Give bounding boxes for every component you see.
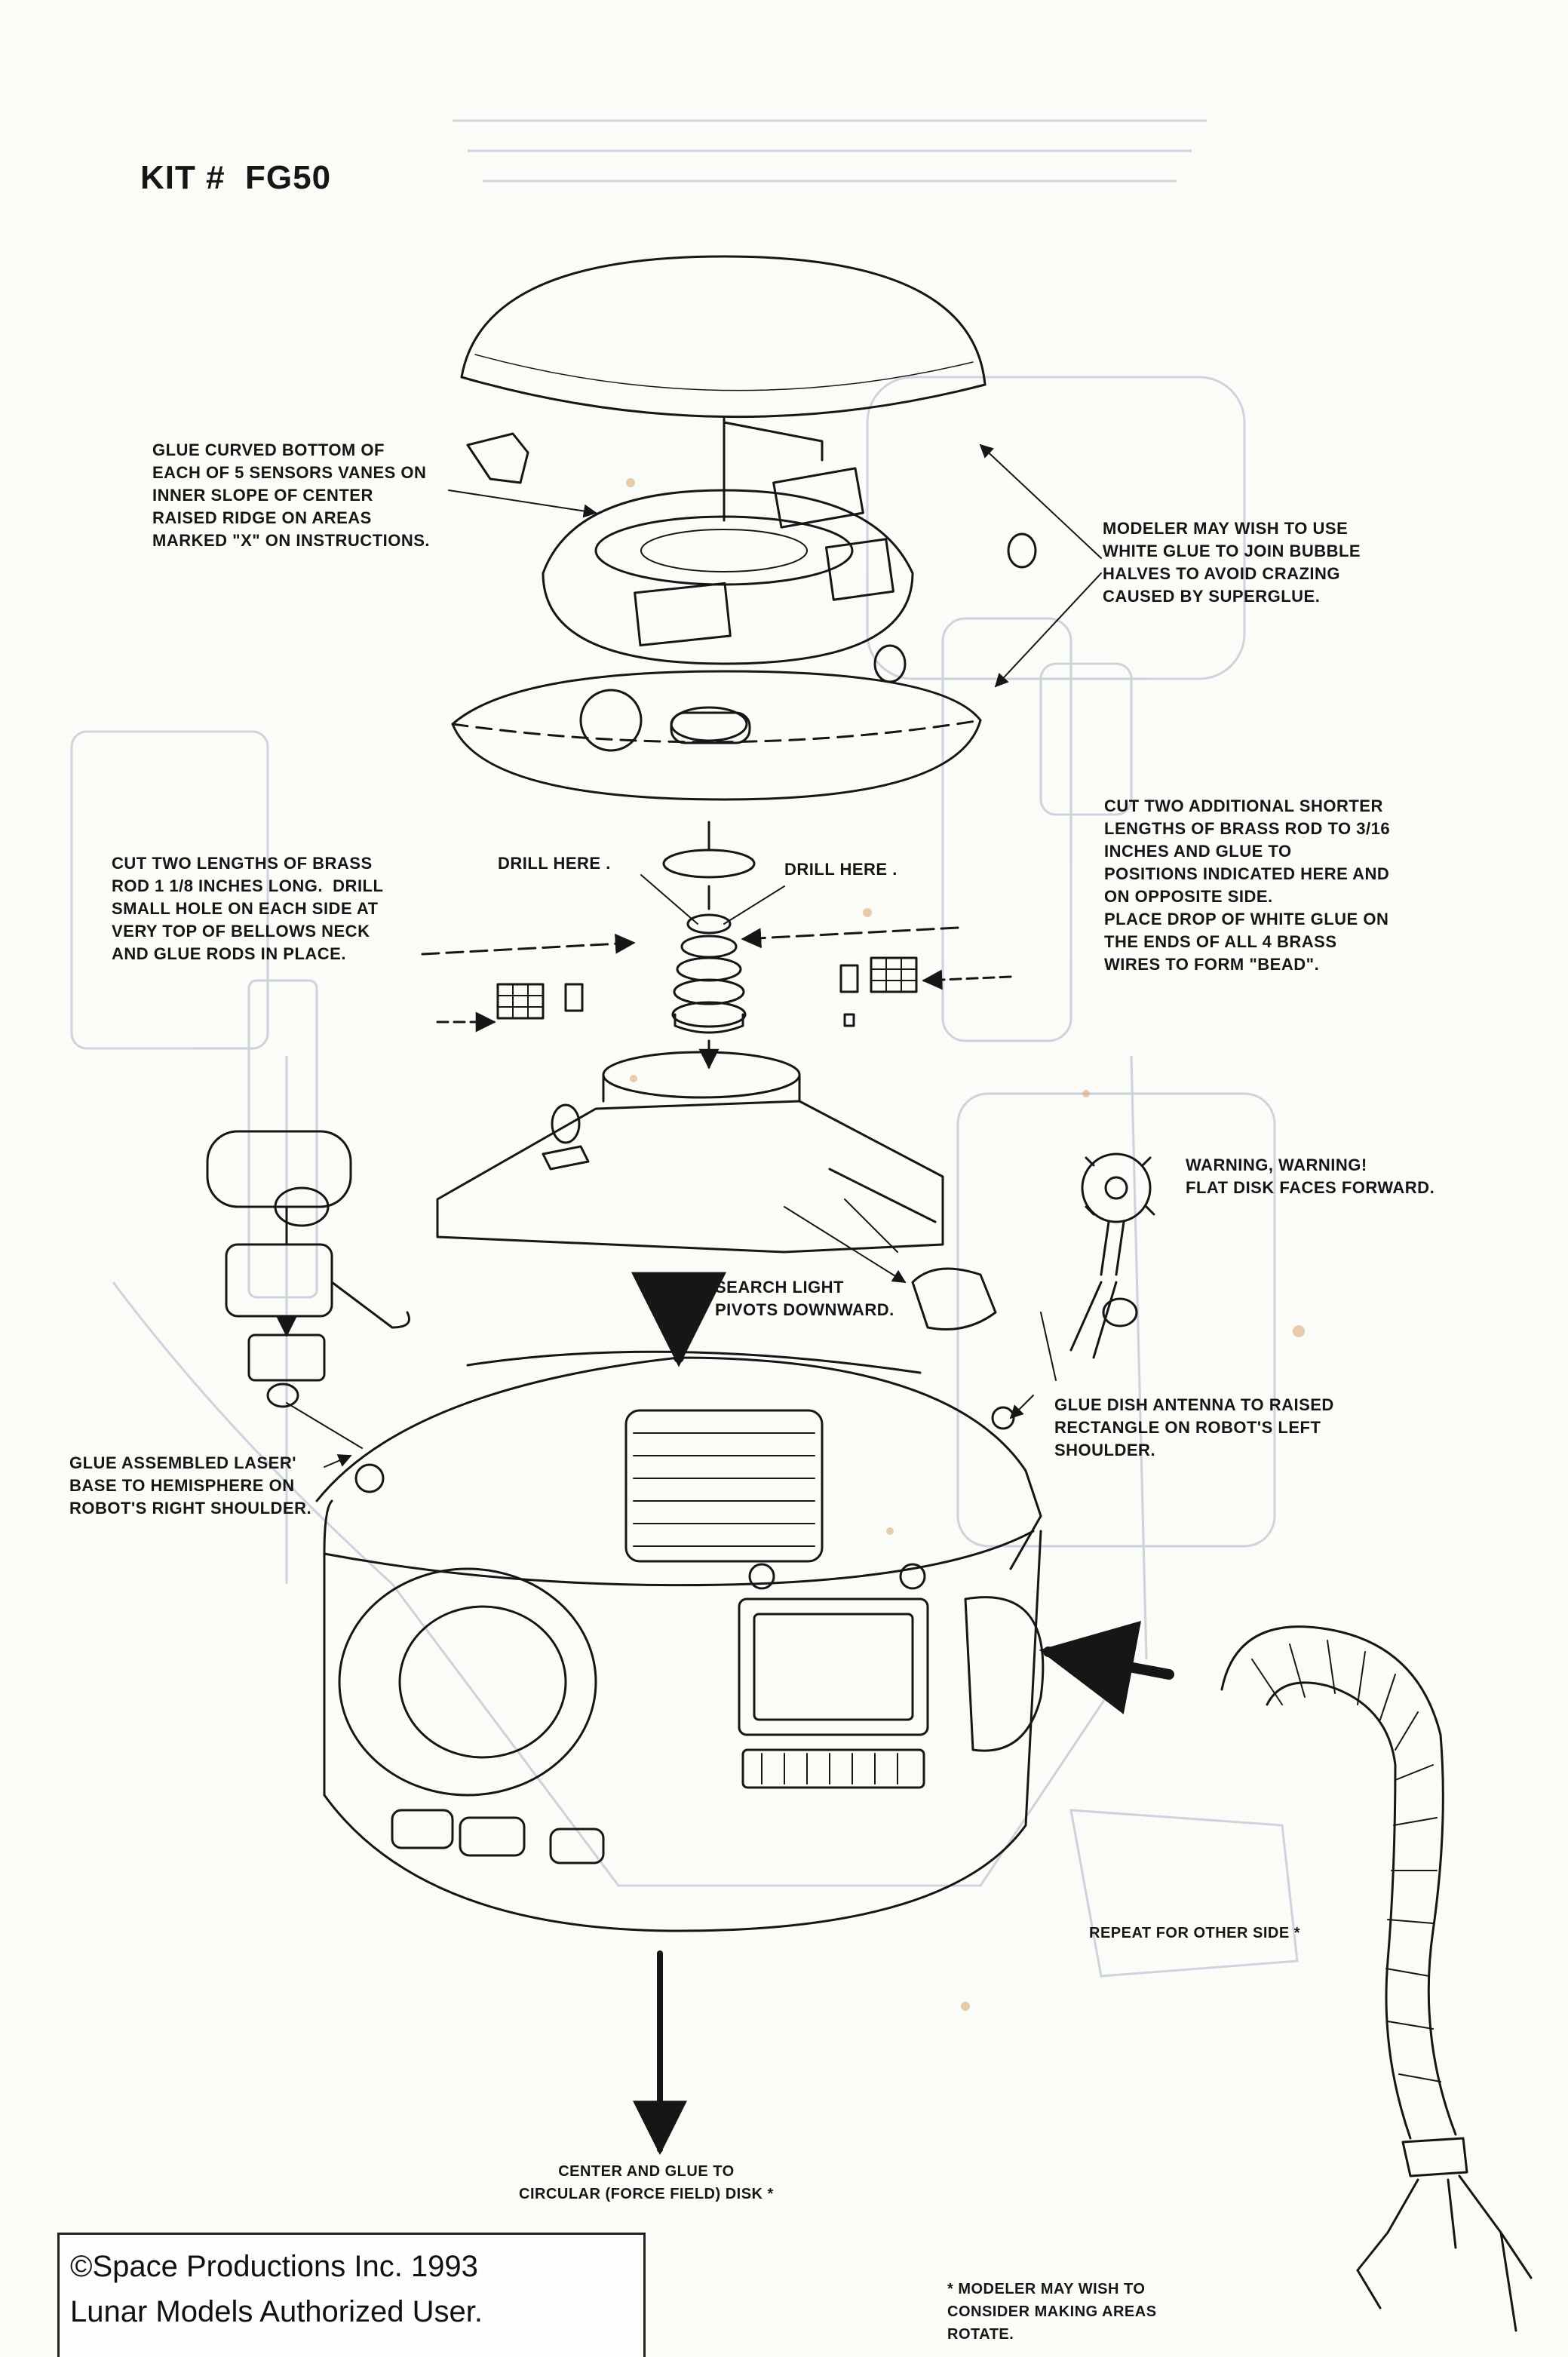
paper-stains: [626, 478, 1305, 2011]
leader-arrows: [286, 443, 1102, 1468]
small-cylinders: [873, 532, 1037, 683]
dish-antenna: [1069, 1152, 1155, 1359]
copyright-line-2: Lunar Models Authorized User.: [70, 2295, 483, 2328]
flexible-arm: [1220, 1625, 1533, 2332]
bellows-neck: [662, 821, 756, 1067]
copyright-line-1: ©Space Productions Inc. 1993: [70, 2250, 478, 2283]
label-center-and-glue: CENTER AND GLUE TO CIRCULAR (FORCE FIELD…: [519, 2163, 774, 2202]
label-glue-dish: GLUE DISH ANTENNA TO RAISED RECTANGLE ON…: [1054, 1395, 1334, 1459]
sensor-ring-assembly: [466, 417, 914, 665]
copyright-box: ©Space Productions Inc. 1993 Lunar Model…: [57, 2233, 646, 2357]
shoulder-platform: [436, 1051, 944, 1254]
label-cut-two-lengths: CUT TWO LENGTHS OF BRASS ROD 1 1/8 INCHE…: [112, 854, 384, 963]
laser-assembly: [206, 1130, 410, 1408]
label-modeler-rotate: * MODELER MAY WISH TO CONSIDER MAKING AR…: [947, 2281, 1157, 2343]
bubble-top-half: [460, 255, 987, 419]
search-light: [784, 1206, 997, 1330]
label-white-glue: MODELER MAY WISH TO USE WHITE GLUE TO JO…: [1103, 519, 1361, 606]
label-glue-laser: GLUE ASSEMBLED LASER' BASE TO HEMISPHERE…: [69, 1453, 312, 1518]
brass-rods-right: [741, 926, 1012, 1027]
drill-pointers: [640, 874, 785, 925]
label-glue-sensors: GLUE CURVED BOTTOM OF EACH OF 5 SENSORS …: [152, 440, 431, 550]
label-drill-here-left: DRILL HERE .: [498, 854, 611, 873]
bleed-through-drawing: [70, 119, 1299, 1978]
brass-rods-left: [421, 933, 636, 1033]
label-warning: WARNING, WARNING! FLAT DISK FACES FORWAR…: [1186, 1155, 1435, 1197]
kit-number: KIT # FG50: [140, 159, 332, 196]
label-drill-here-right: DRILL HERE .: [784, 860, 898, 879]
label-search-light: SEARCH LIGHT PIVOTS DOWNWARD.: [715, 1278, 894, 1319]
robot-torso: [315, 1272, 1174, 1932]
label-repeat-other-side: REPEAT FOR OTHER SIDE *: [1089, 1925, 1301, 1941]
label-cut-two-additional: CUT TWO ADDITIONAL SHORTER LENGTHS OF BR…: [1104, 796, 1391, 974]
bubble-bottom-half: [451, 670, 982, 801]
